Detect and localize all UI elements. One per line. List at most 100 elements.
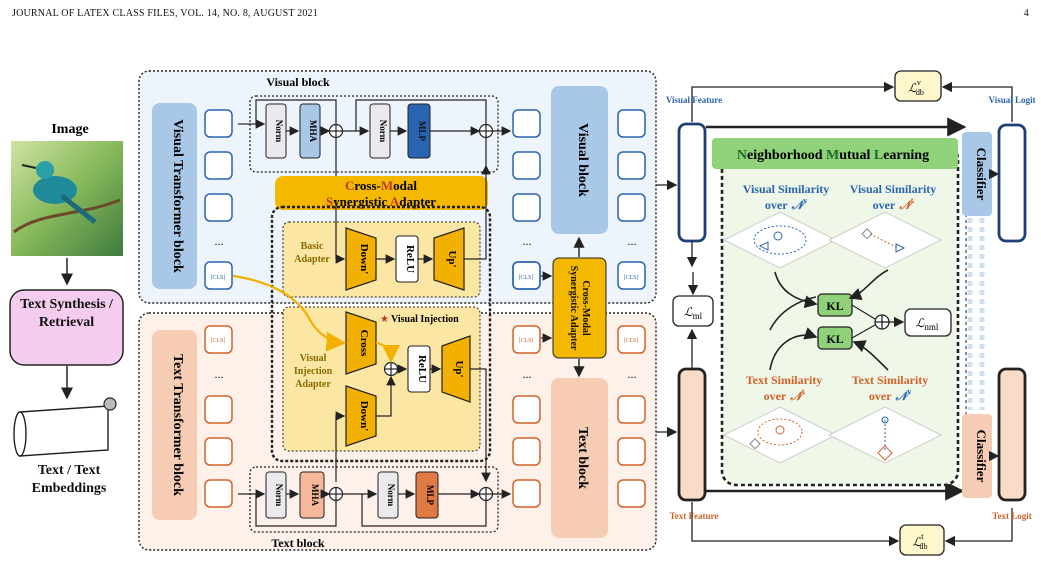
- page-number: 4: [1023, 8, 1029, 19]
- side-adapter: [552, 257, 607, 359]
- visual-injection-label: Visual Injection Adapter: [293, 353, 333, 390]
- svg-text:Classifier: Classifier: [974, 148, 989, 201]
- adapter-title-line1: Cross-Modal: [345, 178, 417, 193]
- svg-text:[CLS]: [CLS]: [211, 338, 226, 344]
- text-feature-bar: [677, 367, 707, 502]
- svg-text:Text Transformer block: Text Transformer block: [170, 354, 185, 496]
- svg-text:[CLS]: [CLS]: [519, 275, 534, 281]
- svg-text:MHA: MHA: [310, 484, 320, 506]
- svg-text:Cross: Cross: [358, 330, 370, 357]
- svg-text:MHA: MHA: [308, 120, 318, 142]
- text-tokens-col2: [512, 325, 541, 508]
- svg-text:[CLS]: [CLS]: [211, 275, 226, 281]
- svg-text:Down': Down': [358, 401, 370, 432]
- svg-text:Norm: Norm: [274, 120, 284, 143]
- svg-text:Classifier: Classifier: [974, 430, 989, 483]
- svg-text:...: ...: [523, 367, 532, 381]
- basic-up-block: [433, 227, 465, 291]
- text-tokens-col1: [204, 325, 233, 508]
- text-embeddings-label: Text / Text Embeddings: [31, 463, 107, 496]
- visual-transformer-block: [152, 103, 197, 289]
- text-feature-label: Text Feature: [670, 511, 719, 521]
- svg-text:...: ...: [628, 234, 637, 248]
- similarity-plot-4: [827, 406, 943, 464]
- loss-ml-label: ℒml: [684, 305, 703, 321]
- svg-text:Norm: Norm: [386, 484, 396, 507]
- similarity-plot-2: [827, 211, 943, 269]
- similarity-plot-1: [722, 211, 838, 269]
- similarity-plot-3: [722, 406, 838, 464]
- divider-dots: [965, 190, 985, 470]
- svg-text:...: ...: [215, 234, 224, 248]
- svg-text:Text Similarity: Text Similarity: [746, 373, 823, 387]
- svg-text:Text Similarity: Text Similarity: [852, 373, 929, 387]
- visual-tokens-col1: [204, 109, 233, 290]
- text-block-title: Text block: [271, 536, 325, 550]
- injection-up-block: [441, 335, 471, 403]
- star-icon: ★: [380, 314, 389, 325]
- svg-text:Visual Similarity: Visual Similarity: [850, 182, 937, 196]
- svg-text:Text block: Text block: [575, 427, 590, 489]
- svg-text:KL: KL: [826, 299, 843, 313]
- visual-logit-label: Visual Logit: [989, 95, 1036, 105]
- visual-logit-bar: [997, 123, 1027, 243]
- cross-block: [345, 311, 377, 375]
- svg-text:[CLS]: [CLS]: [624, 275, 639, 281]
- visual-feature-bar: [677, 122, 707, 243]
- svg-text:Down': Down': [358, 244, 370, 275]
- svg-text:Up': Up': [453, 360, 465, 377]
- cls-injection-arrow: [232, 274, 347, 352]
- svg-text:MLP: MLP: [425, 485, 435, 505]
- journal-header: JOURNAL OF LATEX CLASS FILES, VOL. 14, N…: [12, 8, 318, 19]
- text-transformer-block: [152, 330, 197, 520]
- loss-db-t-box: [899, 524, 945, 556]
- basic-down-block: [345, 227, 377, 291]
- text-tokens-col3: [617, 325, 646, 508]
- text-norm2: [377, 471, 399, 519]
- visual-tokens-col2: [512, 109, 541, 290]
- text-block-internal: [249, 466, 499, 533]
- svg-text:...: ...: [628, 367, 637, 381]
- svg-text:Visual block: Visual block: [575, 123, 590, 197]
- adapter-title-bar: [275, 176, 488, 210]
- nml-title-bar: [712, 138, 958, 169]
- text-classifier: [962, 414, 992, 498]
- visual-feature-label: Visual Feature: [666, 95, 722, 105]
- svg-text:Visual Similarity: Visual Similarity: [743, 182, 830, 196]
- scroll-icon: [13, 397, 117, 457]
- loss-db-v-box: [894, 70, 942, 102]
- nml-title: Neighborhood Mutual Learning: [737, 148, 929, 163]
- text-block-2: [551, 378, 608, 538]
- text-norm1: [265, 471, 287, 519]
- text-mlp: [415, 471, 439, 519]
- svg-text:...: ...: [215, 367, 224, 381]
- visual-classifier: [962, 132, 992, 216]
- svg-text:MLP: MLP: [417, 121, 427, 141]
- svg-text:[CLS]: [CLS]: [624, 338, 639, 344]
- loss-ml-box: [672, 295, 714, 327]
- image-label: Image: [51, 122, 88, 137]
- text-synthesis-module: [9, 289, 124, 366]
- side-adapter-label: Cross-Modal Synergistic Adapter: [568, 265, 592, 351]
- loss-nml-label: ℒnml: [916, 316, 939, 332]
- adapter-title-line2: Synergistic Adapter: [326, 194, 436, 209]
- injection-down-block: [345, 385, 377, 447]
- svg-text:ReLU: ReLU: [404, 245, 416, 273]
- svg-text:Visual Transformer block: Visual Transformer block: [170, 119, 185, 273]
- visual-block-title: Visual block: [266, 75, 330, 89]
- svg-text:Norm: Norm: [274, 484, 284, 507]
- svg-text:ReLU: ReLU: [416, 355, 428, 383]
- text-synthesis-label: Text Synthesis / Retrieval: [20, 297, 113, 330]
- bird-image: [11, 141, 123, 256]
- svg-text:Up': Up': [446, 250, 458, 267]
- svg-text:KL: KL: [826, 332, 843, 346]
- text-logit-bar: [997, 367, 1027, 502]
- text-logit-label: Text Logit: [992, 511, 1031, 521]
- visual-block-internal: [249, 95, 499, 173]
- svg-text:Visual Injection: Visual Injection: [391, 314, 459, 325]
